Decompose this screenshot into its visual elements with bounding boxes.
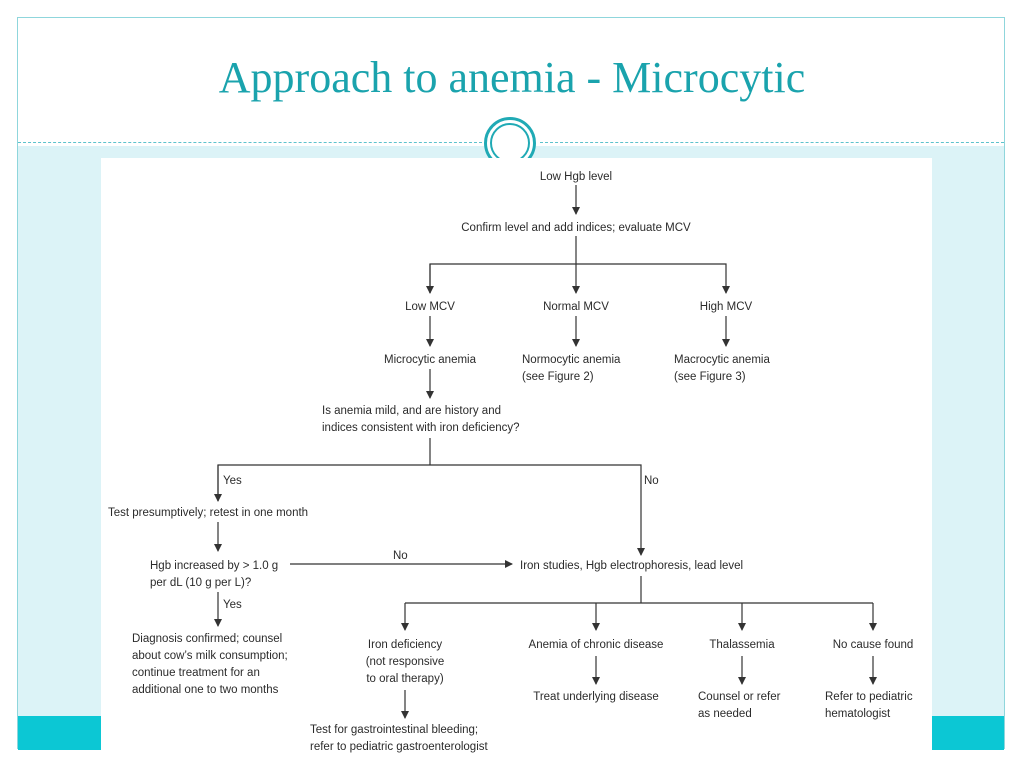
node-low-mcv: Low MCV bbox=[405, 301, 455, 313]
node-iron-deficiency-line3: to oral therapy) bbox=[366, 673, 444, 685]
node-high-mcv: High MCV bbox=[700, 301, 753, 313]
divider-left bbox=[18, 142, 482, 143]
node-question-line1: Is anemia mild, and are history and bbox=[322, 405, 501, 417]
node-gi-test-line1: Test for gastrointestinal bleeding; bbox=[310, 724, 478, 736]
node-question-line2: indices consistent with iron deficiency? bbox=[322, 422, 520, 434]
connector-lines bbox=[214, 185, 877, 719]
node-chronic-disease: Anemia of chronic disease bbox=[529, 639, 664, 651]
node-diagnosis-line4: additional one to two months bbox=[132, 684, 279, 696]
node-normal-mcv: Normal MCV bbox=[543, 301, 609, 313]
node-normocytic-line1: Normocytic anemia bbox=[522, 354, 621, 366]
node-confirm: Confirm level and add indices; evaluate … bbox=[461, 222, 691, 234]
node-diagnosis-line2: about cow’s milk consumption; bbox=[132, 650, 288, 662]
node-normocytic-line2: (see Figure 2) bbox=[522, 371, 594, 383]
node-thalassemia: Thalassemia bbox=[709, 639, 775, 651]
node-counsel-line1: Counsel or refer bbox=[698, 691, 781, 703]
node-refer-hematologist-line2: hematologist bbox=[825, 708, 891, 720]
node-hgb-increased-line1: Hgb increased by > 1.0 g bbox=[150, 560, 278, 572]
node-refer-hematologist-line1: Refer to pediatric bbox=[825, 691, 913, 703]
node-treat-underlying: Treat underlying disease bbox=[533, 691, 659, 703]
slide-title: Approach to anemia - Microcytic bbox=[218, 53, 806, 102]
node-counsel-line2: as needed bbox=[698, 708, 752, 720]
node-iron-studies: Iron studies, Hgb electrophoresis, lead … bbox=[520, 560, 743, 572]
node-test-presumptively: Test presumptively; retest in one month bbox=[108, 507, 308, 519]
label-no: No bbox=[644, 475, 659, 487]
node-no-cause: No cause found bbox=[833, 639, 914, 651]
node-microcytic: Microcytic anemia bbox=[384, 354, 477, 366]
node-gi-test-line2: refer to pediatric gastroenterologist bbox=[310, 741, 489, 753]
node-iron-deficiency-line1: Iron deficiency bbox=[368, 639, 442, 651]
node-diagnosis-line1: Diagnosis confirmed; counsel bbox=[132, 633, 282, 645]
node-iron-deficiency-line2: (not responsive bbox=[366, 656, 445, 668]
node-low-hgb: Low Hgb level bbox=[540, 171, 612, 183]
node-macrocytic-line1: Macrocytic anemia bbox=[674, 354, 770, 366]
node-diagnosis-line3: continue treatment for an bbox=[132, 667, 260, 679]
node-hgb-increased-line2: per dL (10 g per L)? bbox=[150, 577, 251, 589]
label-no-2: No bbox=[393, 550, 408, 562]
label-yes: Yes bbox=[223, 475, 242, 487]
label-yes-2: Yes bbox=[223, 599, 242, 611]
node-macrocytic-line2: (see Figure 3) bbox=[674, 371, 746, 383]
flowchart-panel bbox=[101, 158, 932, 750]
divider-right bbox=[540, 142, 1004, 143]
